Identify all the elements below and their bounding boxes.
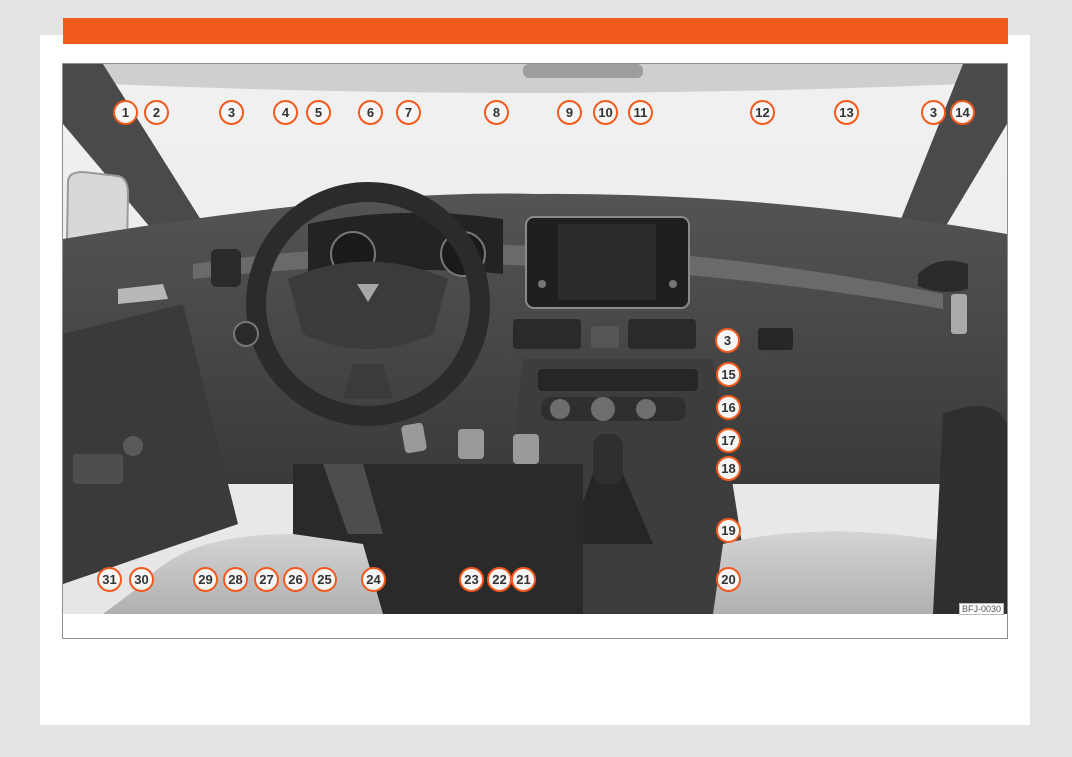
dashboard-illustration	[63, 64, 1007, 614]
callout-16: 16	[716, 395, 741, 420]
callout-29: 29	[193, 567, 218, 592]
callout-10: 10	[593, 100, 618, 125]
callout-4: 4	[273, 100, 298, 125]
callout-21: 21	[511, 567, 536, 592]
callout-25: 25	[312, 567, 337, 592]
callout-2: 2	[144, 100, 169, 125]
callout-27: 27	[254, 567, 279, 592]
callout-23: 23	[459, 567, 484, 592]
callout-15: 15	[716, 362, 741, 387]
callout-11: 11	[628, 100, 653, 125]
callout-24: 24	[361, 567, 386, 592]
callout-18: 18	[716, 456, 741, 481]
callout-28: 28	[223, 567, 248, 592]
callout-5: 5	[306, 100, 331, 125]
callout-14: 14	[950, 100, 975, 125]
callout-30: 30	[129, 567, 154, 592]
header-accent-bar	[63, 18, 1008, 44]
callout-3: 3	[219, 100, 244, 125]
dashboard-overview-figure: 1 2 3 4 5 6 7 8 9 10 11 12 13 3 14 3 15 …	[62, 63, 1008, 639]
image-code: BFJ-0030	[959, 603, 1004, 615]
callout-20: 20	[716, 567, 741, 592]
callout-22: 22	[487, 567, 512, 592]
callout-13: 13	[834, 100, 859, 125]
callout-3-center: 3	[715, 328, 740, 353]
callout-31: 31	[97, 567, 122, 592]
callout-8: 8	[484, 100, 509, 125]
callout-1: 1	[113, 100, 138, 125]
callout-26: 26	[283, 567, 308, 592]
callout-3-right: 3	[921, 100, 946, 125]
callout-12: 12	[750, 100, 775, 125]
callout-7: 7	[396, 100, 421, 125]
callout-17: 17	[716, 428, 741, 453]
callout-6: 6	[358, 100, 383, 125]
callout-9: 9	[557, 100, 582, 125]
callout-19: 19	[716, 518, 741, 543]
